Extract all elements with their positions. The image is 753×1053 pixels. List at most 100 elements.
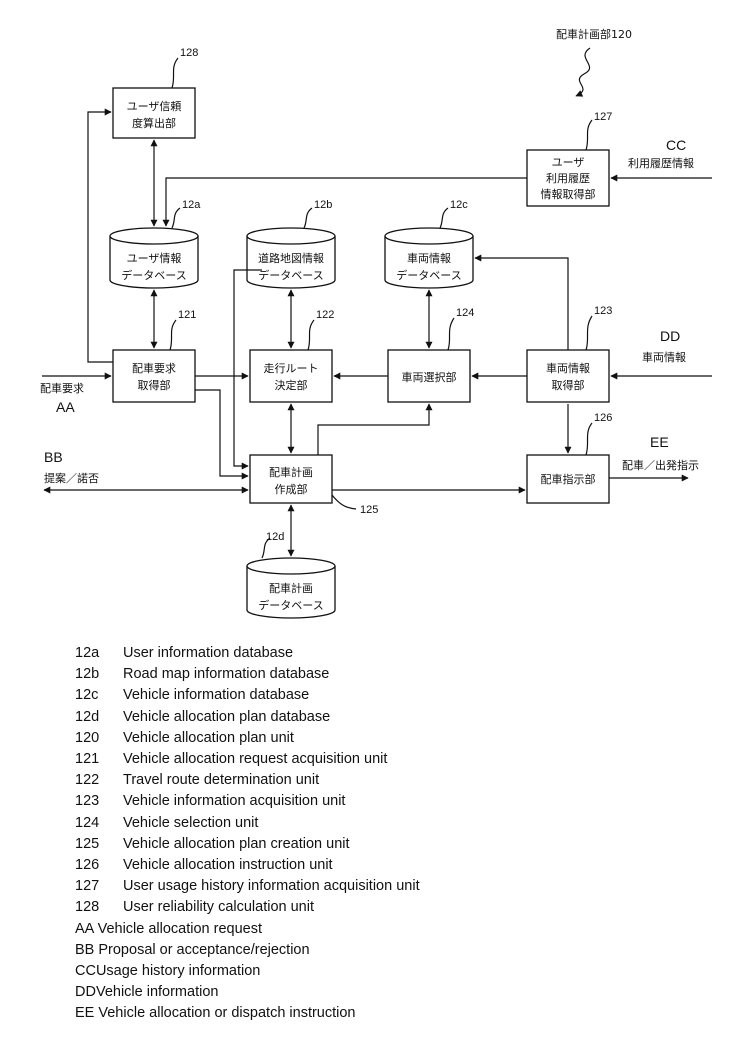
svg-text:ユーザ: ユーザ [552,156,585,169]
legend-row: 120Vehicle allocation plan unit [75,728,420,749]
signal-ee-code: EE [650,434,669,450]
legend-text: Vehicle allocation plan unit [123,730,294,746]
legend-text: User reliability calculation unit [123,899,314,915]
block-125: 配車計画 作成部 125 [250,455,378,516]
ref-127: 127 [594,111,612,123]
legend-extra-row: DDVehicle information [75,982,420,1003]
legend-row: 12aUser information database [75,643,420,664]
svg-text:取得部: 取得部 [552,378,585,392]
unit-header-label: 配車計画部120 [556,27,632,41]
ref-123: 123 [594,305,612,317]
legend-text: Vehicle information acquisition unit [123,793,345,809]
legend-code: 120 [75,728,123,749]
legend-code: 128 [75,897,123,918]
ref-12d: 12d [266,531,284,543]
signal-cc-text: 利用履歴情報 [628,157,694,170]
legend-row: 125Vehicle allocation plan creation unit [75,834,420,855]
signal-cc-code: CC [666,137,686,153]
legend: 12aUser information database 12bRoad map… [75,643,420,1025]
svg-text:車両情報: 車両情報 [546,361,590,375]
legend-row: 126Vehicle allocation instruction unit [75,855,420,876]
legend-row: 122Travel route determination unit [75,770,420,791]
legend-text: Vehicle selection unit [123,815,258,831]
legend-row: 124Vehicle selection unit [75,813,420,834]
ref-124: 124 [456,307,474,319]
legend-code: 12b [75,664,123,685]
legend-extra-row: BB Proposal or acceptance/rejection [75,940,420,961]
arrow-121-128 [88,112,113,362]
ref-12c: 12c [450,199,468,211]
svg-text:車両情報: 車両情報 [407,251,451,265]
signal-aa-code: AA [56,399,75,415]
ref-122: 122 [316,309,334,321]
svg-text:ユーザ情報: ユーザ情報 [127,252,182,265]
legend-code: 12c [75,685,123,706]
ref-12a: 12a [182,199,201,211]
ref-126: 126 [594,412,612,424]
svg-text:データベース: データベース [121,268,186,282]
legend-text: Vehicle information database [123,687,309,703]
svg-text:データベース: データベース [396,268,461,282]
legend-code: 121 [75,749,123,770]
legend-text: Travel route determination unit [123,772,319,788]
svg-text:データベース: データベース [258,268,323,282]
svg-text:情報取得部: 情報取得部 [541,187,596,201]
svg-text:作成部: 作成部 [275,482,308,496]
legend-extra-row: CCUsage history information [75,961,420,982]
signal-aa-text: 配車要求 [40,381,84,395]
legend-text: User information database [123,645,293,661]
legend-code: 12d [75,707,123,728]
block-126: 配車指示部 126 [527,412,612,503]
svg-text:取得部: 取得部 [138,378,171,392]
legend-row: 12cVehicle information database [75,685,420,706]
legend-text: Vehicle allocation request acquisition u… [123,751,387,767]
svg-text:配車要求: 配車要求 [132,361,176,375]
signal-dd-text: 車両情報 [642,350,686,364]
svg-text:データベース: データベース [258,598,323,612]
block-124: 車両選択部 124 [388,307,474,402]
legend-code: 122 [75,770,123,791]
arrow-123-12c [475,258,568,350]
svg-text:配車計画: 配車計画 [269,581,313,595]
block-diagram: 配車計画部120 ユーザ信頼 度算出部 128 ユーザ 利用履歴 情報取得部 1… [0,0,753,640]
legend-row: 12dVehicle allocation plan database [75,707,420,728]
legend-text: User usage history information acquisiti… [123,878,420,894]
legend-text: Vehicle allocation plan database [123,709,330,725]
arrow-127-12a [166,178,527,226]
legend-row: 128User reliability calculation unit [75,897,420,918]
legend-row: 123Vehicle information acquisition unit [75,791,420,812]
legend-row: 12bRoad map information database [75,664,420,685]
signal-bb-text: 提案／諾否 [44,471,99,485]
legend-extra-row: EE Vehicle allocation or dispatch instru… [75,1003,420,1024]
signal-bb-code: BB [44,449,63,465]
ref-12b: 12b [314,199,332,211]
legend-code: 127 [75,876,123,897]
svg-text:配車指示部: 配車指示部 [541,472,596,486]
legend-code: 125 [75,834,123,855]
block-123: 車両情報 取得部 123 [527,305,612,402]
header-squiggle [576,48,590,96]
block-127: ユーザ 利用履歴 情報取得部 127 [527,111,612,206]
legend-code: 126 [75,855,123,876]
ref-128: 128 [180,47,198,59]
legend-text: Vehicle allocation instruction unit [123,857,333,873]
svg-text:決定部: 決定部 [275,378,308,392]
svg-text:車両選択部: 車両選択部 [402,370,457,384]
block-122: 走行ルート 決定部 122 [250,309,334,402]
arrow-121-125 [195,390,248,476]
ref-121: 121 [178,309,196,321]
signal-dd-code: DD [660,328,680,344]
legend-code: 124 [75,813,123,834]
block-121: 配車要求 取得部 121 [113,309,196,402]
svg-text:ユーザ信頼: ユーザ信頼 [127,100,182,113]
svg-text:道路地図情報: 道路地図情報 [258,251,324,265]
legend-code: 12a [75,643,123,664]
svg-text:配車計画: 配車計画 [269,465,313,479]
arrow-125-124 [318,404,429,455]
block-128: ユーザ信頼 度算出部 128 [113,47,198,138]
db-12a: ユーザ情報 データベース 12a [110,199,201,288]
legend-row: 127User usage history information acquis… [75,876,420,897]
legend-text: Vehicle allocation plan creation unit [123,836,350,852]
db-12b: 道路地図情報 データベース 12b [247,199,335,288]
db-12c: 車両情報 データベース 12c [385,199,473,288]
